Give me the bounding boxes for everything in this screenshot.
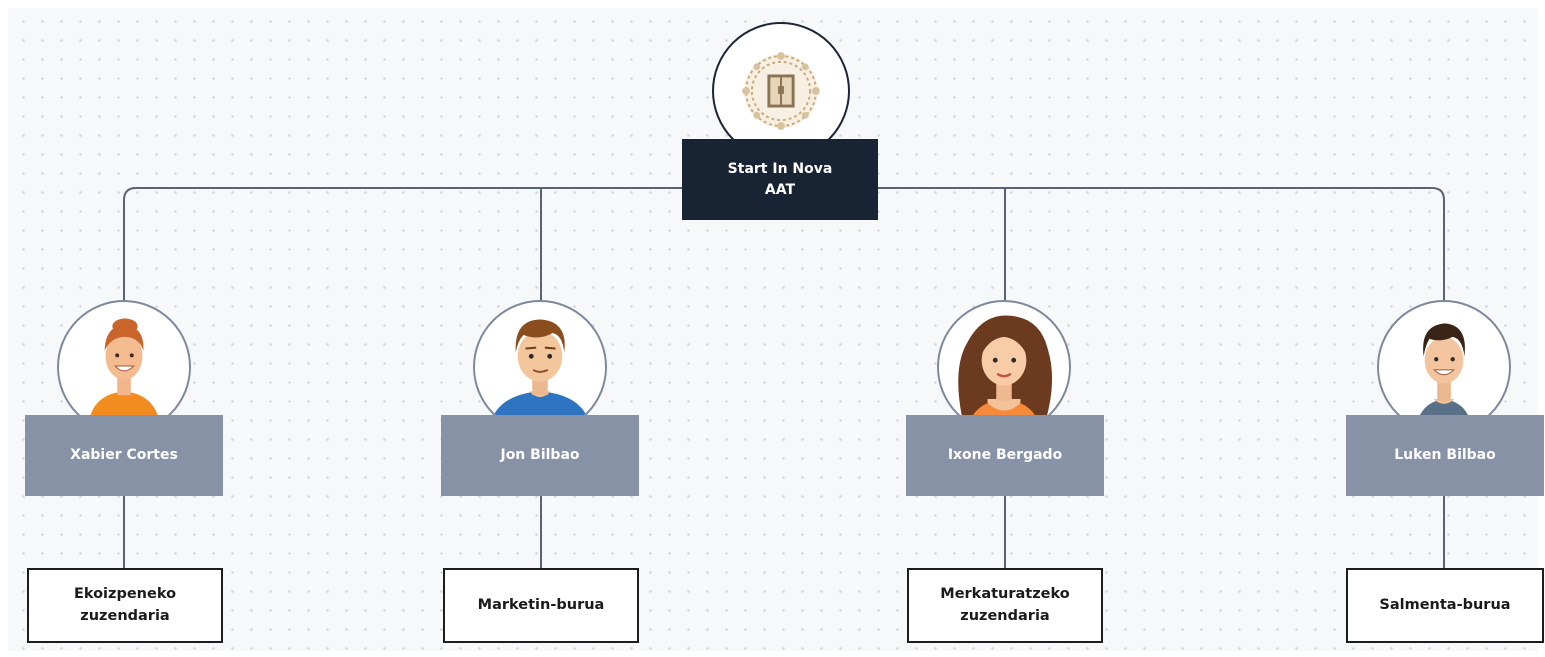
connector-root-to-xabier — [123, 187, 682, 300]
man-orange-shirt-avatar-icon — [88, 318, 160, 432]
person-name: Xabier Cortes — [70, 447, 178, 464]
avatar-jon — [473, 300, 607, 434]
person-role: Marketin-burua — [477, 596, 605, 613]
avatar-luken — [1377, 300, 1511, 434]
root-title: Start In Nova AAT — [727, 161, 833, 198]
role-box-marketin: Marketin-burua — [443, 568, 639, 643]
connector-lines — [123, 187, 1445, 568]
ornate-gold-door-logo-icon — [742, 52, 820, 130]
person-name: Jon Bilbao — [500, 447, 580, 464]
person-role: Salmenta-burua — [1379, 596, 1511, 613]
person-role: Merkaturatzeko zuzendaria — [940, 586, 1070, 624]
name-box-luken: Luken Bilbao — [1346, 415, 1544, 496]
org-chart-canvas: Start In Nova AAT Xabier Cortes Ekoizpen… — [8, 8, 1544, 651]
name-box-jon: Jon Bilbao — [441, 415, 639, 496]
connector-root-to-luken — [878, 187, 1445, 300]
name-box-xabier: Xabier Cortes — [25, 415, 223, 496]
man-grey-shirt-avatar-icon — [1415, 323, 1473, 432]
name-box-ixone: Ixone Bergado — [906, 415, 1104, 496]
person-name: Ixone Bergado — [947, 447, 1063, 464]
root-logo-circle — [712, 22, 850, 160]
person-role: Ekoizpeneko zuzendaria — [73, 586, 177, 624]
role-box-ekoizpeneko: Ekoizpeneko zuzendaria — [27, 568, 223, 643]
role-box-salmenta: Salmenta-burua — [1346, 568, 1544, 643]
woman-curly-hair-avatar-icon — [958, 315, 1053, 432]
avatar-ixone — [937, 300, 1071, 434]
avatar-xabier — [57, 300, 191, 434]
root-title-box: Start In Nova AAT — [682, 139, 878, 220]
role-box-merkaturatzeko: Merkaturatzeko zuzendaria — [907, 568, 1103, 643]
man-blue-shirt-avatar-icon — [488, 319, 592, 432]
person-name: Luken Bilbao — [1394, 447, 1496, 464]
